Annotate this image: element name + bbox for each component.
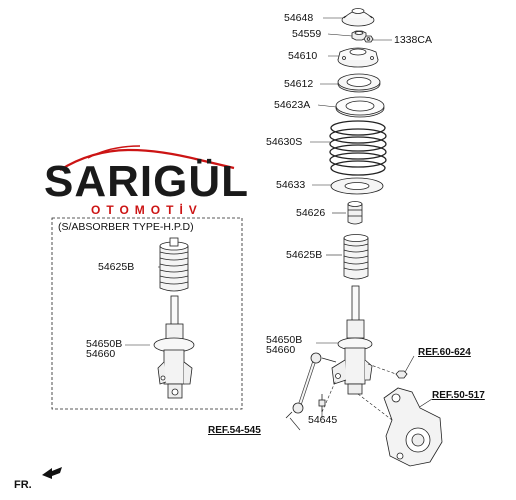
bearing-54612: [337, 73, 381, 93]
label-54650B-hpd: 54650B: [86, 338, 123, 350]
strut-mount-54610: [337, 47, 379, 68]
dust-boot-54625B-hpd: [159, 237, 189, 292]
bump-stop-54626: [347, 201, 363, 225]
dust-boot-54625B: [343, 234, 369, 280]
ref-50-517: REF.50-517: [432, 390, 485, 401]
label-54633: 54633: [276, 179, 306, 191]
variant-box: [51, 217, 243, 410]
variant-box-title: (S/ABSORBER TYPE-H.P.D): [58, 221, 194, 233]
logo-wordmark: SARIGÜL: [44, 157, 249, 206]
front-arrow-icon: [42, 467, 62, 479]
label-54625B-hpd: 54625B: [98, 261, 135, 273]
nut-54559: [351, 30, 367, 41]
label-54625B: 54625B: [286, 249, 323, 261]
label-1338CA: 1338CA: [394, 34, 432, 46]
coil-spring-54630S: [329, 120, 387, 176]
label-54660-hpd: 54660: [86, 348, 116, 360]
label-54630S: 54630S: [266, 136, 303, 148]
front-direction-label: FR.: [14, 479, 32, 491]
strut-assembly-hpd: [153, 295, 195, 399]
steering-knuckle: [383, 387, 443, 467]
ref-54-545: REF.54-545: [208, 425, 261, 436]
bolt-54645: [318, 394, 326, 412]
nut-1338CA: [363, 35, 374, 43]
upper-seat-54623A: [335, 96, 385, 118]
label-54645: 54645: [308, 414, 338, 426]
label-54660: 54660: [266, 344, 296, 356]
label-54612: 54612: [284, 78, 314, 90]
nut-ref-60-624: [395, 370, 408, 379]
label-54648: 54648: [284, 12, 314, 24]
label-54559: 54559: [292, 28, 322, 40]
label-54623A: 54623A: [274, 99, 311, 111]
logo-subtitle: OTOMOTİV: [91, 203, 203, 217]
stabilizer-link: [285, 352, 337, 419]
dashed-guides: [321, 363, 397, 421]
strut-assembly-right: [331, 285, 373, 395]
dust-cap-54648: [341, 8, 375, 27]
ref-60-624: REF.60-624: [418, 347, 471, 358]
label-54626: 54626: [296, 207, 326, 219]
label-54650B: 54650B: [266, 334, 303, 346]
label-54610: 54610: [288, 50, 318, 62]
leader-lines: [125, 17, 433, 431]
lower-pad-54633: [330, 177, 384, 195]
logo-car-graphic: [59, 145, 235, 171]
